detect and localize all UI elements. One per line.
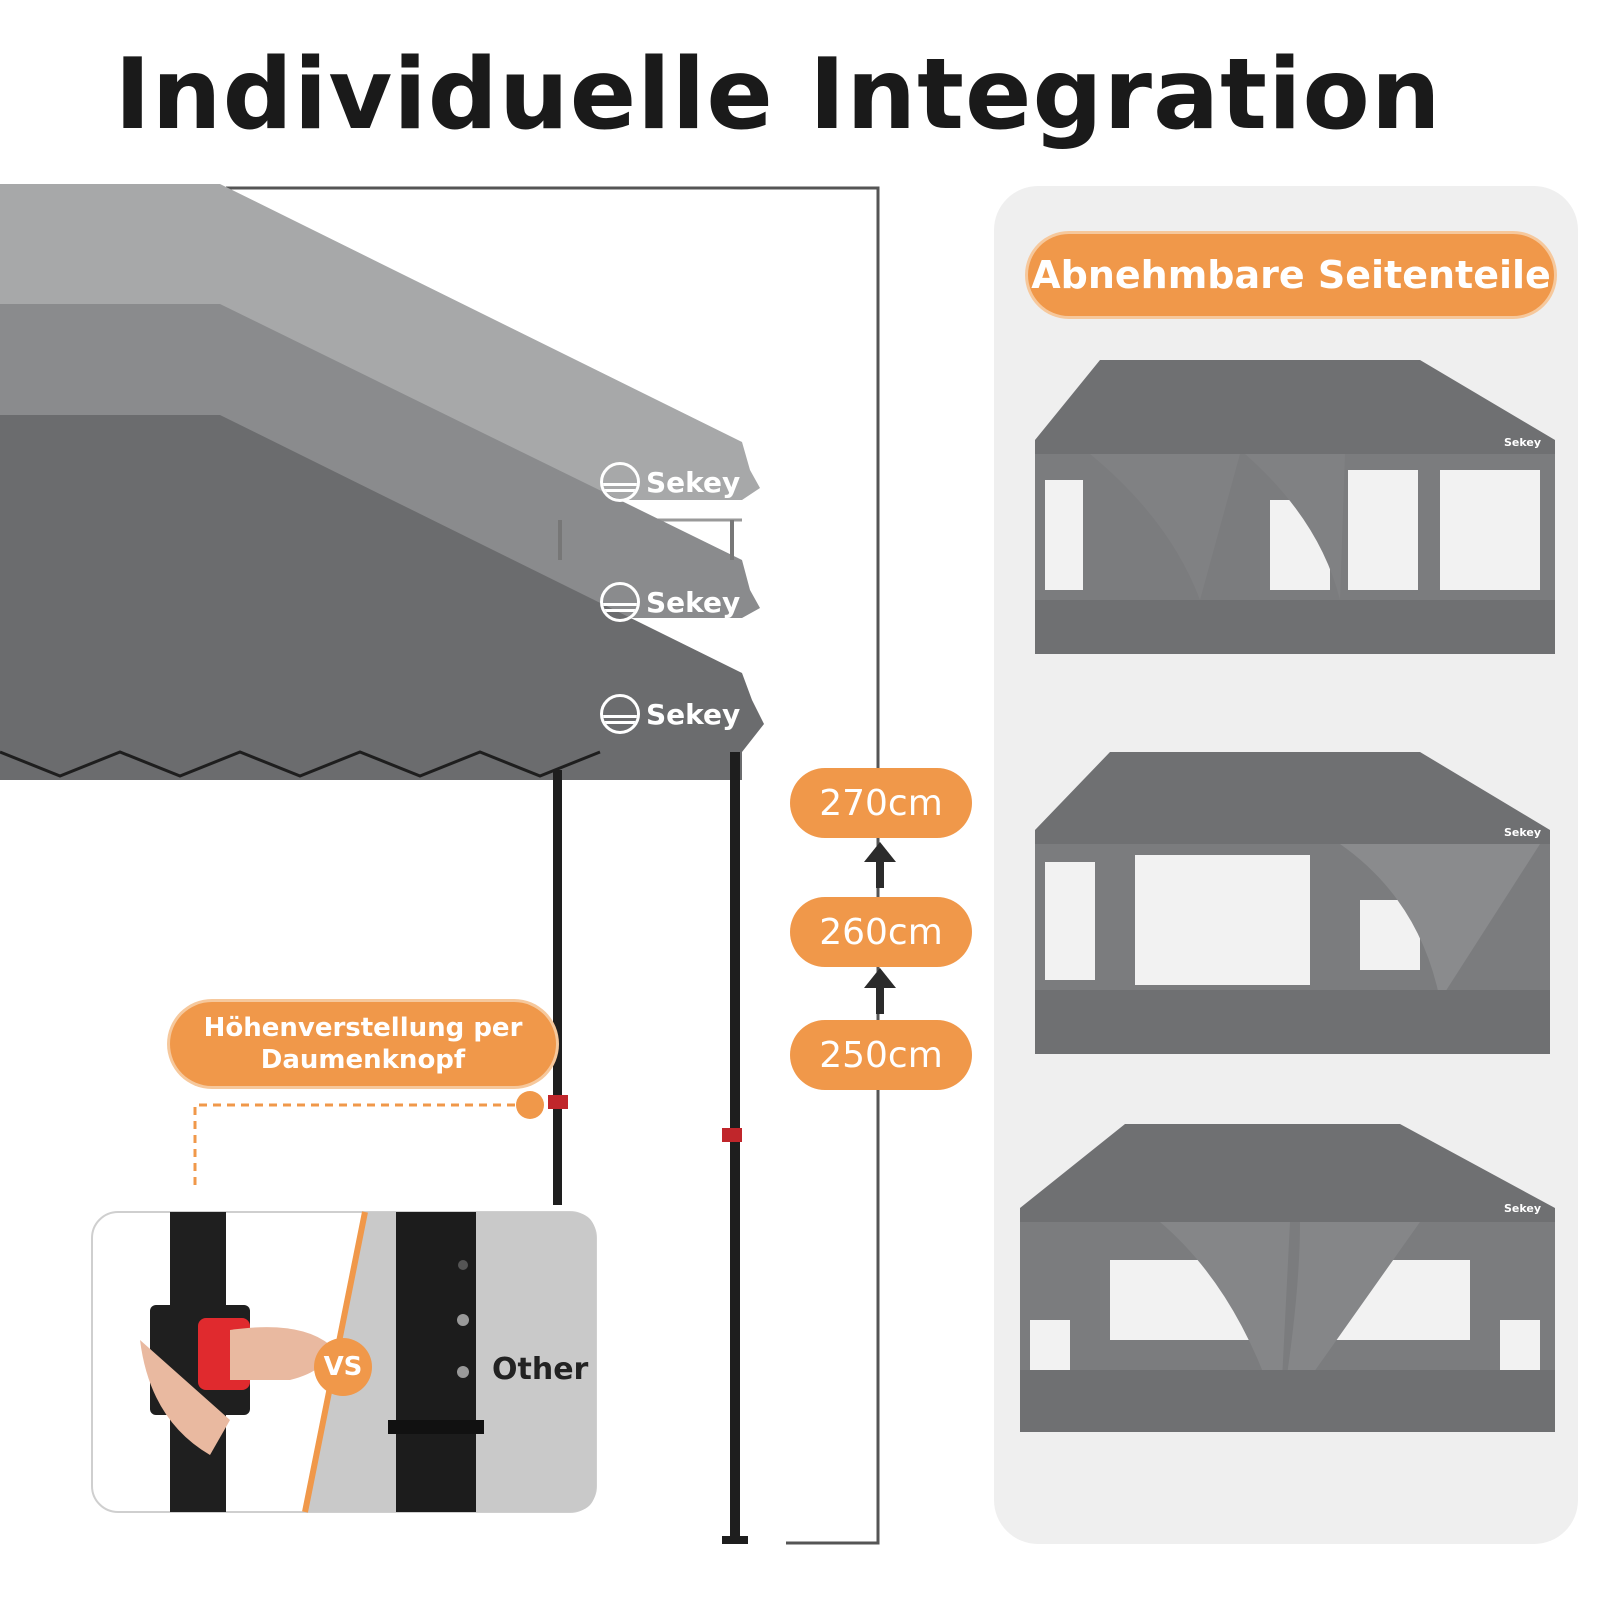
thumb-button-icon-right	[722, 1128, 742, 1142]
gazebo-variant-1	[1035, 360, 1555, 654]
height-270-badge: 270cm	[790, 768, 972, 838]
thumb-button-icon	[548, 1095, 568, 1109]
mini-brand-3: Sekey	[1504, 1202, 1542, 1215]
gazebo-variant-2	[1035, 752, 1550, 1054]
sun-logo-icon	[600, 462, 640, 502]
mini-brand-2: Sekey	[1504, 826, 1542, 839]
detachable-sidewalls-label: Abnehmbare Seitenteile	[1028, 234, 1554, 316]
height-250-badge: 250cm	[790, 1020, 972, 1090]
mini-brand-1: Sekey	[1504, 436, 1542, 449]
gazebo-variant-3	[1020, 1124, 1555, 1432]
canopy-leg-left	[553, 770, 562, 1205]
brand-logo-2: Sekey	[600, 582, 740, 622]
brand-logo: Sekey	[600, 462, 740, 502]
vs-badge: VS	[314, 1338, 372, 1396]
sun-logo-icon-3	[600, 694, 640, 734]
canopy-leg-right	[730, 752, 740, 1542]
canopy-level-250	[0, 415, 764, 780]
page-title: Individuelle Integration	[114, 38, 1442, 152]
sun-logo-icon-2	[600, 582, 640, 622]
arrow-up-icon	[864, 842, 896, 1014]
other-label: Other	[492, 1352, 589, 1387]
height-260-badge: 260cm	[790, 897, 972, 967]
height-adjust-label: Höhenverstellung per Daumenknopf	[170, 1002, 556, 1086]
hand-icon	[230, 1327, 330, 1380]
connector-line	[193, 1103, 530, 1185]
brand-logo-3: Sekey	[600, 694, 740, 734]
